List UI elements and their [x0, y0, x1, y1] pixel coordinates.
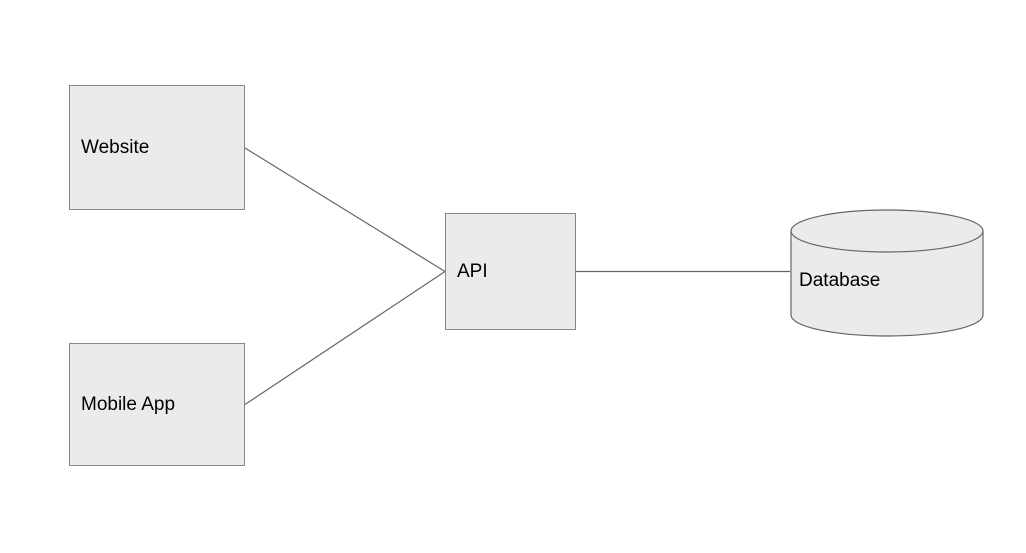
node-api[interactable]: API	[445, 213, 576, 330]
edge-mobileapp-api	[244, 271, 446, 405]
node-website[interactable]: Website	[69, 85, 245, 210]
node-api-label: API	[457, 260, 488, 282]
node-database-label: Database	[799, 270, 881, 291]
node-database[interactable]: Database	[790, 209, 984, 337]
edge-website-api	[244, 147, 446, 273]
node-mobile-app[interactable]: Mobile App	[69, 343, 245, 466]
database-cylinder-icon	[790, 209, 984, 337]
node-website-label: Website	[81, 136, 150, 158]
node-mobile-app-label: Mobile App	[81, 393, 176, 415]
